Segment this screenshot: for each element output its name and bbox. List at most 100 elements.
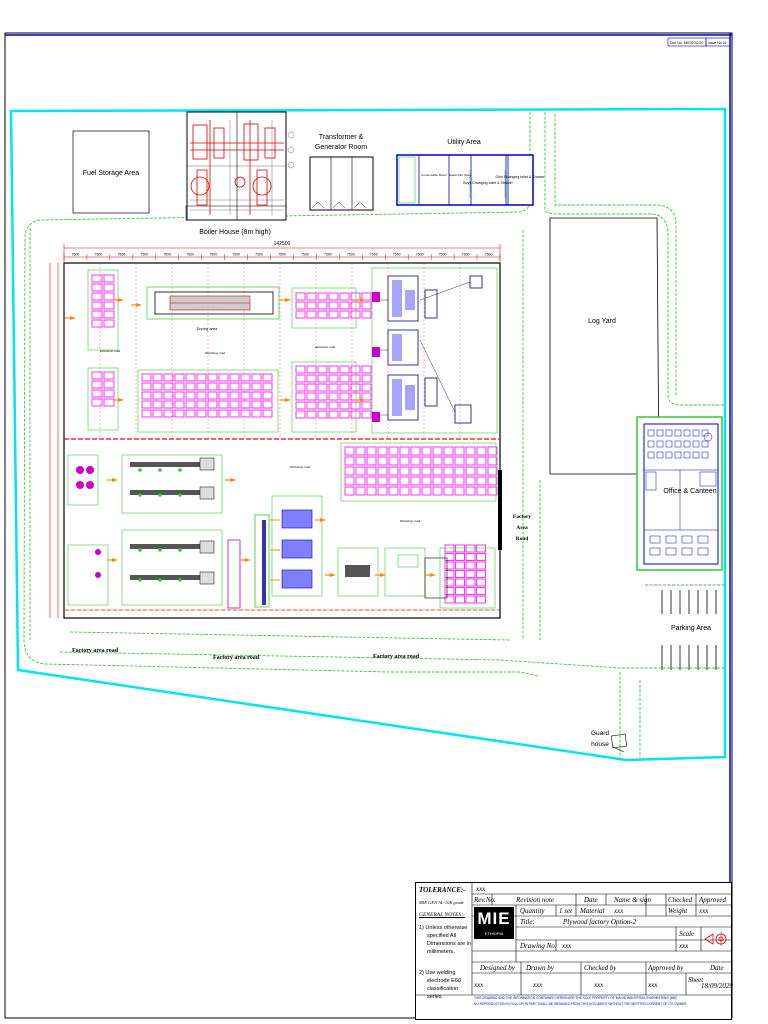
title-value: Plywood factory Option-2: [563, 918, 637, 926]
utility-area: [396, 154, 534, 206]
bay-dimension: 7500: [416, 253, 424, 257]
disclaimer-1: THIS DRAWING AND THE INFORMATION CONTAIN…: [474, 996, 678, 1000]
bay-dimension: 7500: [186, 253, 194, 257]
bay-dimension: 7500: [485, 253, 493, 257]
workshop-road-label-3: Workshop road: [315, 345, 336, 349]
total-dimension: 142500: [274, 241, 291, 247]
date-value: 18/09/2020: [701, 982, 733, 990]
parking-bays: [661, 590, 717, 670]
projection-symbol-icon: [704, 932, 727, 946]
factory-road-label-2: Factory area road: [213, 655, 260, 661]
office-canteen-building: [636, 416, 723, 571]
utility-room-boys: Boys Changing toilet & Shower: [463, 181, 513, 185]
sanding-machines: [270, 495, 323, 597]
parking-label: Parking Area: [671, 625, 711, 632]
sheet-label: Sheet: [688, 976, 704, 984]
scale-label: Scale: [679, 930, 695, 938]
material-label: Material: [580, 907, 605, 915]
workshop-road-label-5: Workshop road: [400, 519, 421, 523]
bay-dimension: 7500: [393, 253, 401, 257]
factory-road-right-2: Area: [516, 525, 528, 531]
mie-logo: MIE ETHIOPIA: [474, 907, 514, 939]
tolerance-label: TOLERANCE:-: [419, 886, 466, 894]
quantity-value: 1 set: [559, 907, 573, 915]
glue-spreader: [67, 454, 109, 606]
quantity-label: Quantity: [520, 907, 545, 915]
bay-dimension: 7500: [324, 253, 332, 257]
fuel-storage-label: Fuel Storage Area: [83, 170, 140, 177]
date-label-top: Date: [584, 896, 598, 904]
doc-no-label: Doc No. MIE/SOC/20: [670, 41, 703, 45]
rev-xxx: xxx: [476, 885, 486, 893]
drying-machine: [146, 286, 280, 320]
log-yard-label: Log Yard: [588, 318, 616, 325]
weight-label: Weight: [668, 907, 688, 915]
designed-by-value: xxx: [474, 981, 484, 989]
bay-dimension: 7500: [278, 253, 286, 257]
drying-area-label: Drying area: [197, 326, 218, 331]
checked-by-value: xxx: [594, 981, 604, 989]
peeling-line: [371, 267, 498, 434]
office-canteen-label: Office & Canteen: [663, 488, 716, 495]
date-label: Date: [710, 964, 724, 972]
title-label: Title:: [520, 918, 535, 926]
name-sign-label: Name & sign: [614, 896, 651, 904]
sheet-border: [4, 32, 733, 1019]
bay-dimension: 7500: [232, 253, 240, 257]
scale-value: xxx: [679, 942, 689, 950]
revision-note-label: Revision note: [516, 896, 554, 904]
factory-road-label-3: Factory area road: [373, 654, 420, 660]
issue-label: Issue No.01: [708, 41, 727, 45]
site-boundary: [9, 107, 727, 762]
bay-dimension: 7500: [347, 253, 355, 257]
bay-dimension: 7500: [140, 253, 148, 257]
finishing-area: [337, 547, 496, 609]
material-value: xxx: [614, 907, 624, 915]
utility-room-spare: Spare Part Store: [449, 173, 472, 177]
title-block: TOLERANCE:- MIE GEN'AL-10K grade GENERAL…: [415, 882, 733, 1020]
flow-arrows: [65, 298, 436, 582]
hot-press-lines: [121, 454, 270, 609]
workshop-road-label-2: Workshop road: [205, 351, 226, 355]
bay-dimension: 7500: [439, 253, 447, 257]
tolerance-sub: MIE GEN'AL-10K grade: [419, 900, 464, 905]
approved-label: Approved: [699, 896, 726, 904]
weight-value: xxx: [699, 907, 709, 915]
bay-dimension: 7500: [117, 253, 125, 257]
approved-by-value: xxx: [648, 981, 658, 989]
general-notes-label: GENERAL NOTES:-: [419, 912, 465, 918]
checked-label: Checked: [668, 896, 693, 904]
bay-dimension: 7500: [301, 253, 309, 257]
workshop-road-label-4: Workshop road: [290, 465, 311, 469]
utility-room-girls: Girls Changing toilet & Shower: [496, 175, 546, 179]
bay-dimension: 7500: [209, 253, 217, 257]
approved-by-label: Approved by: [648, 964, 684, 972]
bay-dimension: 7500: [462, 253, 470, 257]
disclaimer-2: NO REPRODUCTION IN FULL OR IN PART SHALL…: [474, 1002, 688, 1006]
guard-house-label-1: Guard: [591, 730, 609, 737]
designed-by-label: Designed by: [480, 964, 515, 972]
drawn-by-value: xxx: [533, 981, 543, 989]
guard-house-label-2: house: [591, 741, 609, 748]
transformer-label-1: Transformer &: [319, 134, 364, 141]
boiler-house: [185, 111, 295, 221]
transformer-generator-room: [309, 156, 374, 211]
factory-road-right-3: Road: [516, 536, 529, 542]
guard-house: [610, 733, 628, 753]
utility-room-consumable: Consumable Room: [421, 173, 447, 177]
utility-area-label: Utility Area: [447, 139, 481, 146]
drawing-no-value: xxx: [562, 942, 572, 950]
workshop-road-label-1: Workshop road: [100, 349, 121, 353]
factory-road-label-1: Factory area road: [72, 648, 119, 654]
bay-dimension: 7500: [370, 253, 378, 257]
factory-building: [63, 262, 502, 619]
drawing-no-label: Drawing No:: [520, 942, 558, 950]
road-network: [23, 112, 725, 760]
bay-dimension: 7500: [163, 253, 171, 257]
storage-racks: [87, 269, 498, 604]
rev-no-label: Rev.No.: [474, 896, 496, 904]
bay-dimension: 7500: [95, 253, 103, 257]
bay-dimension: 7500: [72, 253, 80, 257]
